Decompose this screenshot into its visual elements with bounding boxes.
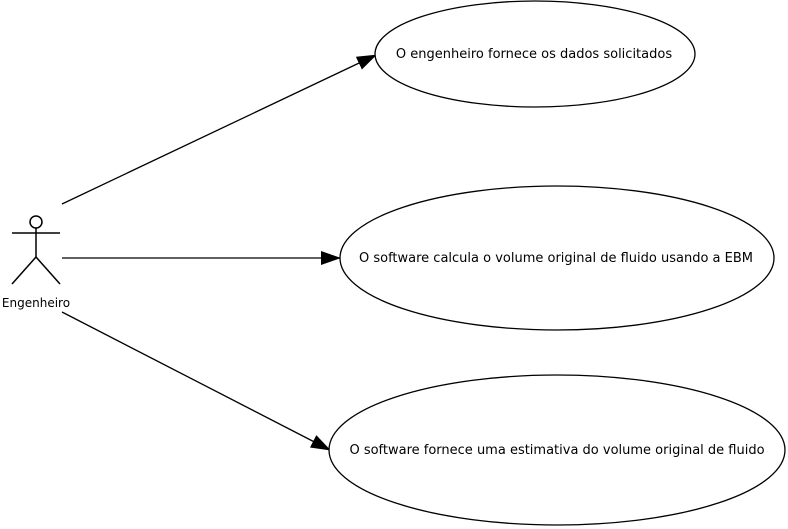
actor-label: Engenheiro: [2, 296, 70, 310]
use-case-label: O software fornece uma estimativa do vol…: [349, 443, 764, 458]
association-arrow-3[interactable]: [61, 311, 331, 451]
use-case-1[interactable]: O engenheiro fornece os dados solicitado…: [374, 0, 696, 108]
use-case-ellipse: [328, 374, 786, 526]
use-case-ellipse: [339, 185, 775, 331]
use-case-ellipse: [374, 0, 696, 108]
use-case-2[interactable]: O software calcula o volume original de …: [339, 185, 775, 331]
stick-figure-icon: [11, 215, 61, 285]
use-case-label: O software calcula o volume original de …: [359, 251, 753, 266]
association-arrow-1[interactable]: [61, 54, 377, 205]
use-case-label: O engenheiro fornece os dados solicitado…: [396, 47, 672, 62]
associations: [61, 54, 377, 451]
actor-engenheiro[interactable]: Engenheiro: [2, 215, 70, 310]
use-case-3[interactable]: O software fornece uma estimativa do vol…: [328, 374, 786, 526]
